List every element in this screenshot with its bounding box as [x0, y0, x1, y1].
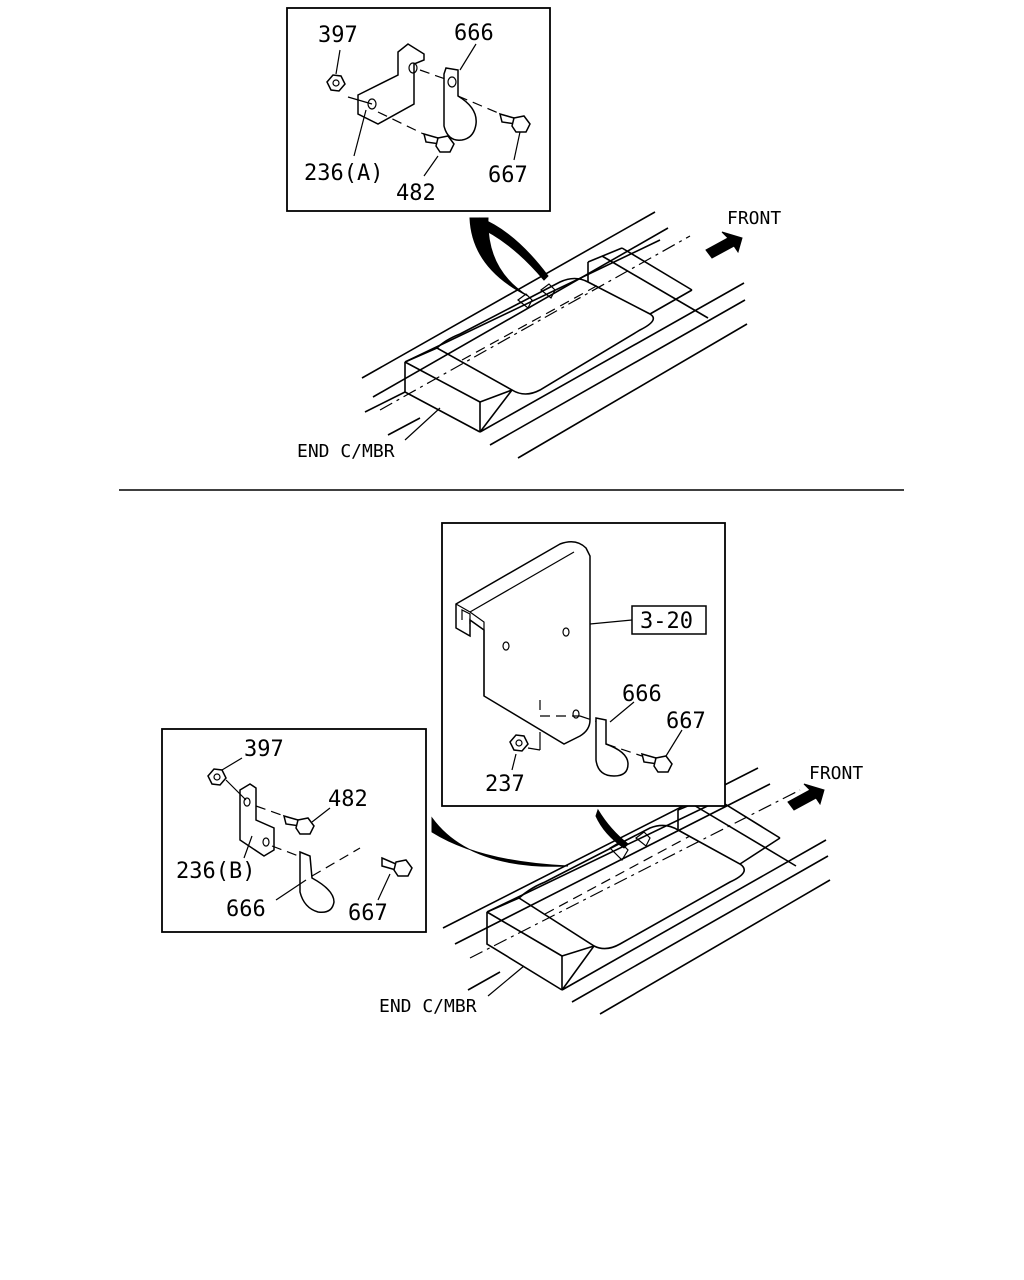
top-inset: 397 666 236(A) 482 667 — [286, 7, 551, 212]
callout-397-left: 397 — [244, 737, 284, 762]
bracket-inset: 397 482 236(B) 666 667 — [161, 728, 427, 933]
nut-icon — [326, 74, 346, 92]
panel-inset: 3-20 666 667 237 — [441, 522, 726, 807]
clip-icon — [299, 850, 335, 914]
callout-236b-left: 236(B) — [176, 859, 255, 884]
clip-icon — [443, 67, 477, 141]
member-label-bottom: END C/MBR — [379, 996, 477, 1017]
top-frame-view: FRONT END C/MBR — [297, 208, 781, 462]
reference-box — [631, 605, 707, 635]
callout-666-top: 666 — [454, 21, 494, 46]
member-label-top: END C/MBR — [297, 441, 395, 462]
callout-666-panel: 666 — [622, 682, 662, 707]
nut-icon — [509, 734, 529, 752]
bottom-frame-view: FRONT END C/MBR — [379, 763, 863, 1017]
callout-482-top: 482 — [396, 181, 436, 206]
reference-3-20: 3-20 — [640, 609, 693, 634]
callout-397-top: 397 — [318, 23, 358, 48]
bracket-icon — [357, 43, 425, 125]
callout-667-top: 667 — [488, 163, 528, 188]
front-label-bottom: FRONT — [809, 763, 863, 784]
callout-666-left: 666 — [226, 897, 266, 922]
callout-667-panel: 667 — [666, 709, 706, 734]
callout-667-left: 667 — [348, 901, 388, 926]
callout-237-panel: 237 — [485, 772, 525, 797]
callout-236a-top: 236(A) — [304, 161, 383, 186]
clip-icon — [595, 717, 629, 777]
callout-482-left: 482 — [328, 787, 368, 812]
front-label-top: FRONT — [727, 208, 781, 229]
nut-icon — [207, 768, 227, 786]
